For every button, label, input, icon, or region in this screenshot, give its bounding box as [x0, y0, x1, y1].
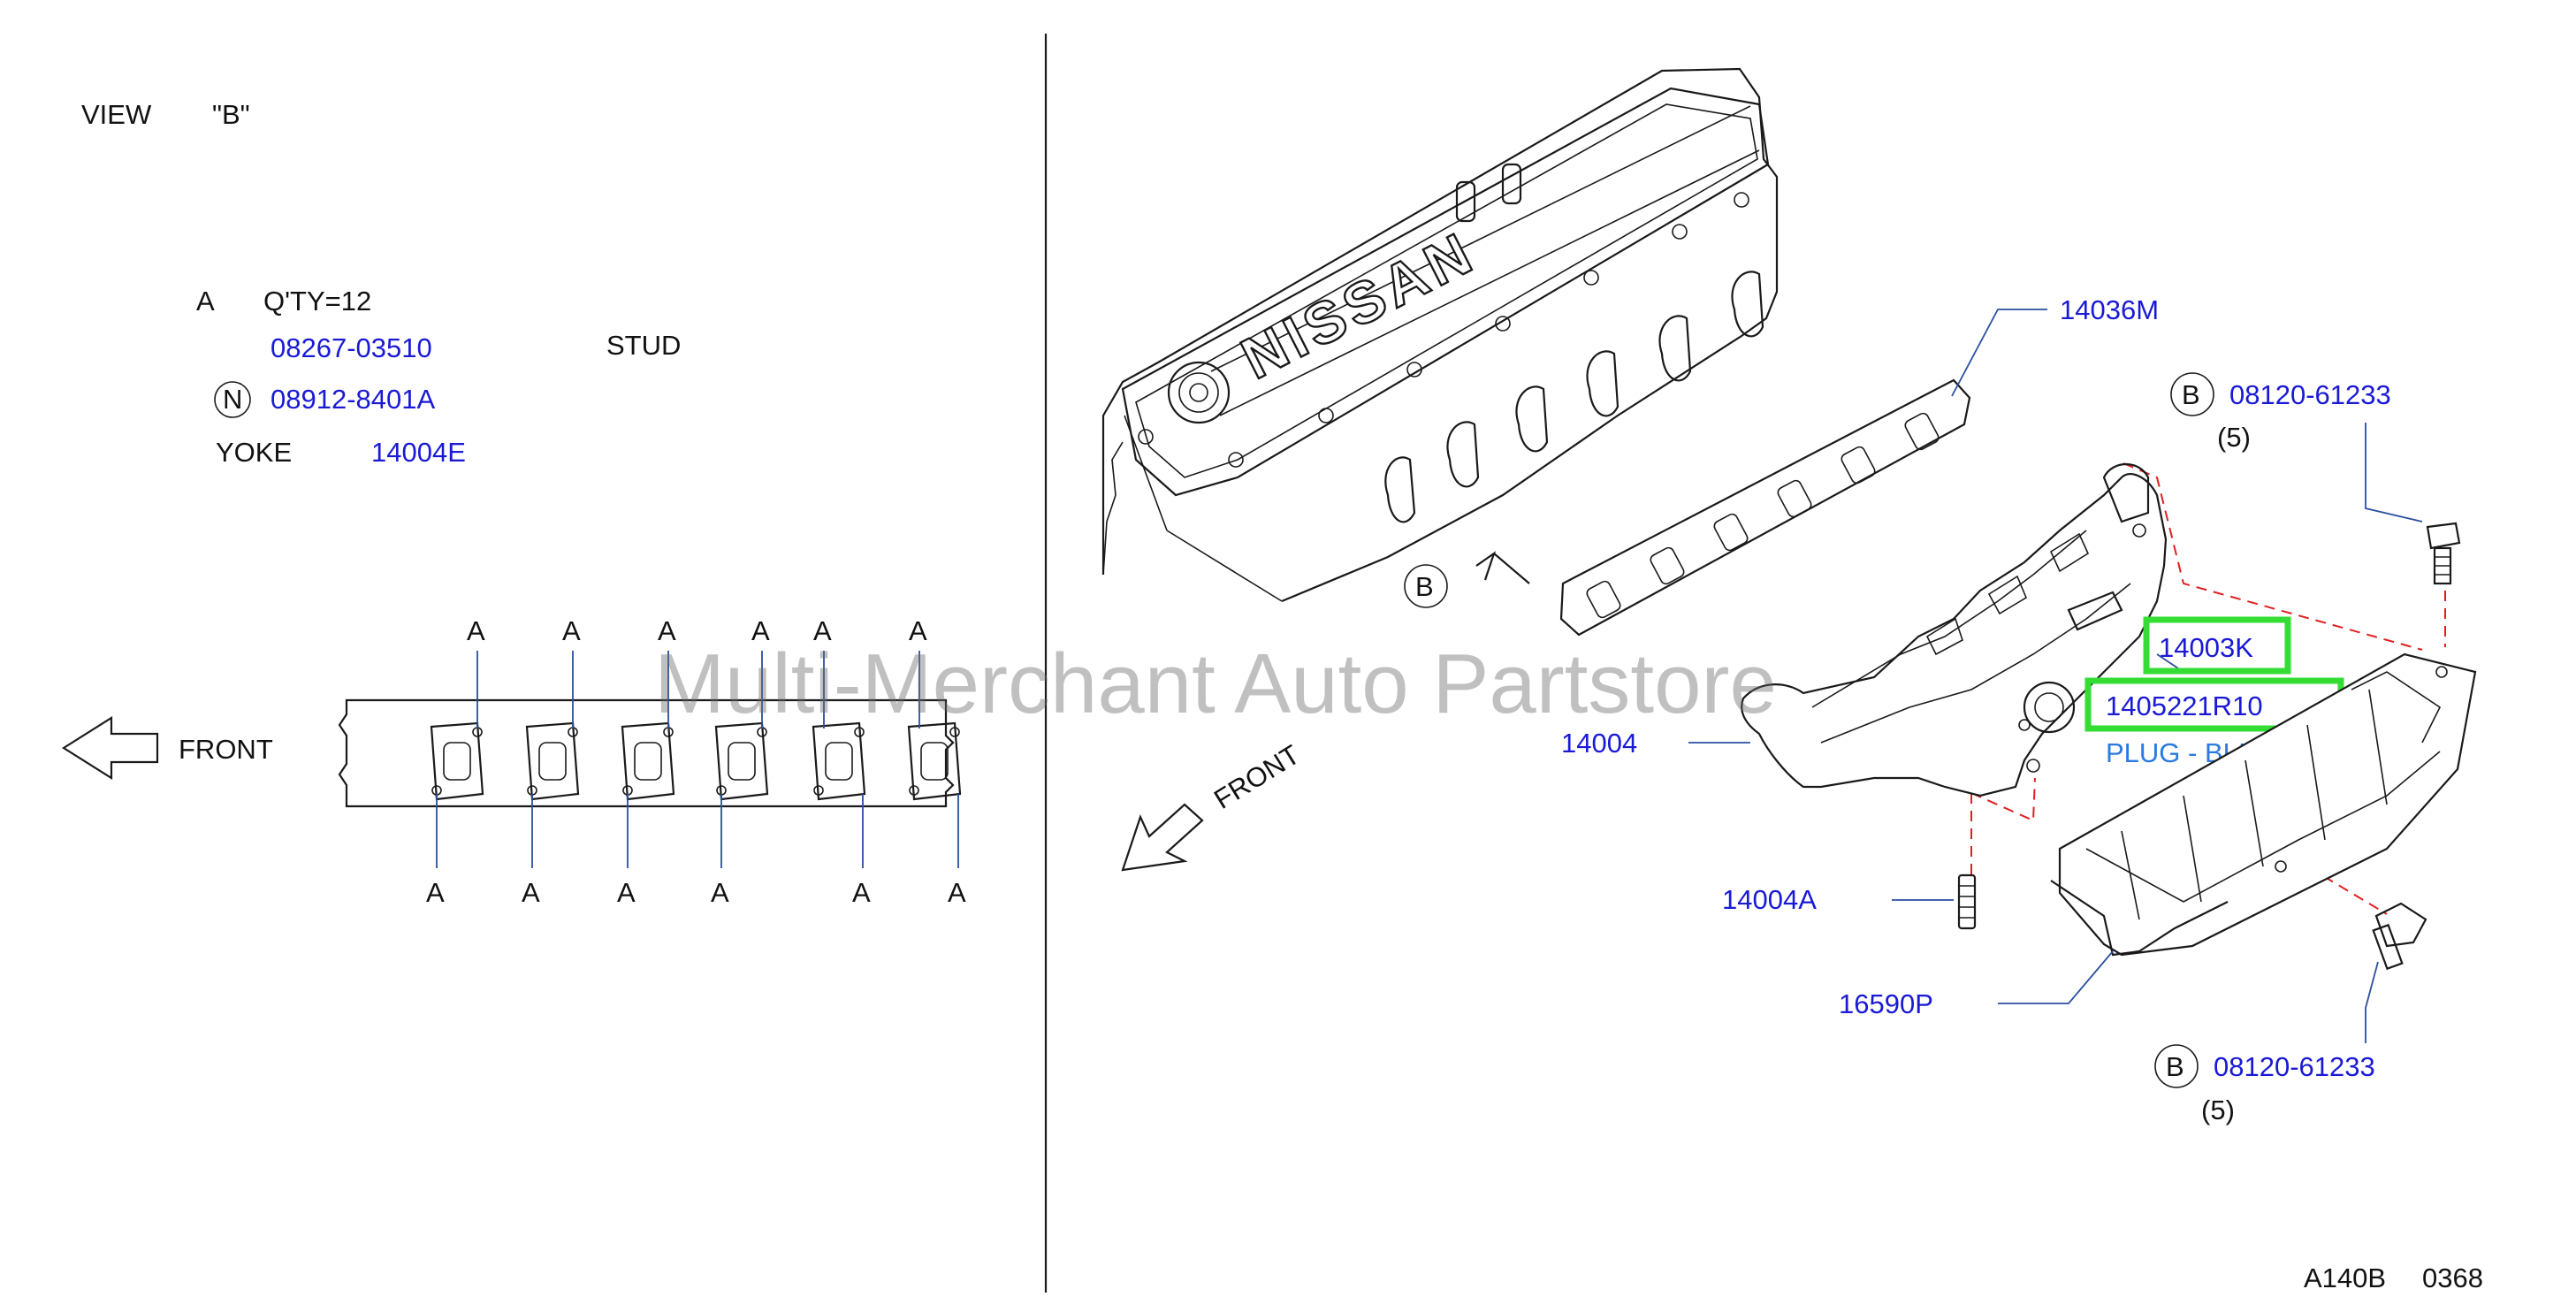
port-gasket — [430, 721, 484, 801]
svg-text:B: B — [2182, 379, 2200, 410]
bolt-bottom-icon — [2372, 902, 2427, 971]
heat-shield — [2058, 652, 2477, 957]
heat-shield-leader — [1998, 950, 2114, 1004]
front-arrow-icon — [61, 716, 159, 780]
plug-part-link[interactable]: 14003K — [2159, 632, 2253, 663]
diagram-number: 0368 — [2422, 1262, 2483, 1293]
port-gasket — [812, 721, 866, 801]
view-letter: "B" — [212, 99, 250, 130]
port-gasket — [621, 721, 675, 801]
stud-part-link-main[interactable]: 14004A — [1722, 884, 1817, 915]
heat-shield-lower — [2050, 880, 2229, 957]
bolt-top-leader — [2365, 423, 2423, 523]
yoke-label: YOKE — [216, 437, 292, 468]
port-gasket — [525, 721, 580, 801]
qty-text: Q'TY=12 — [263, 286, 371, 317]
view-title: VIEW — [81, 99, 152, 130]
diagram-code: A140B — [2304, 1262, 2386, 1293]
bolt-bottom-leader — [2365, 961, 2379, 1043]
svg-text:N: N — [223, 384, 242, 415]
stud-marker-bottom: A — [522, 877, 540, 908]
front-arrow-main-icon — [1121, 803, 1204, 872]
blind-part-link[interactable]: 1405221R10 — [2106, 690, 2263, 721]
stud-marker-top: A — [658, 615, 676, 646]
manifold-part-link[interactable]: 14004 — [1561, 728, 1637, 759]
exhaust-manifold — [1741, 463, 2168, 797]
heat-shield-part-link[interactable]: 16590P — [1839, 988, 1933, 1019]
yoke-part-link[interactable]: 14004E — [371, 437, 466, 468]
view-b-marker-icon: B — [1404, 551, 1530, 608]
stud-marker-top: A — [813, 615, 832, 646]
stud-marker-bottom: A — [617, 877, 636, 908]
port-gasket — [714, 721, 769, 801]
svg-text:B: B — [1415, 571, 1434, 602]
engine-block — [1101, 67, 1779, 603]
b-symbol-top-icon: B — [2170, 372, 2214, 416]
bolt-top-icon — [2426, 522, 2461, 585]
stud-marker-bottom: A — [948, 877, 966, 908]
watermark: Multi-Merchant Auto Partstore — [654, 637, 1777, 731]
manifold-gasket — [1559, 378, 1971, 637]
stud-marker-bottom: A — [852, 877, 871, 908]
svg-text:B: B — [2166, 1051, 2184, 1082]
stud-marker-top: A — [909, 615, 927, 646]
front-label-left: FRONT — [179, 734, 273, 765]
gasket-part-link[interactable]: 14036M — [2060, 294, 2159, 325]
stud-marker-top: A — [562, 615, 581, 646]
block-ports — [1384, 271, 1764, 523]
bolt-top-qty: (5) — [2217, 422, 2251, 453]
bolt-top-part-link[interactable]: 08120-61233 — [2229, 379, 2391, 410]
stud-part-link[interactable]: 08267-03510 — [271, 332, 432, 363]
bolt-bottom-qty: (5) — [2201, 1095, 2235, 1125]
port-gasket — [907, 721, 962, 801]
bolt-bottom-part-link[interactable]: 08120-61233 — [2214, 1051, 2375, 1082]
stud-leaders-bottom — [436, 794, 959, 868]
head-side-view — [338, 698, 955, 808]
stud-marker-bottom: A — [711, 877, 729, 908]
rocker-cover: NISSAN — [1121, 87, 1770, 497]
b-symbol-bottom-icon: B — [2154, 1044, 2199, 1088]
stud-icon — [1957, 873, 1977, 930]
stud-label: STUD — [606, 330, 681, 361]
stud-marker-top: A — [467, 615, 485, 646]
n-symbol-icon: N — [214, 381, 251, 418]
stud-marker-bottom: A — [426, 877, 445, 908]
stud-leaders-top — [476, 651, 920, 728]
stud-marker-top: A — [751, 615, 770, 646]
gasket-leader — [1951, 309, 2047, 397]
front-label-main: FRONT — [1208, 739, 1305, 815]
cover-brand: NISSAN — [1231, 218, 1486, 391]
plug-highlight — [2143, 616, 2291, 675]
nut-part-link[interactable]: 08912-8401A — [271, 384, 435, 415]
qty-marker: A — [196, 286, 215, 317]
